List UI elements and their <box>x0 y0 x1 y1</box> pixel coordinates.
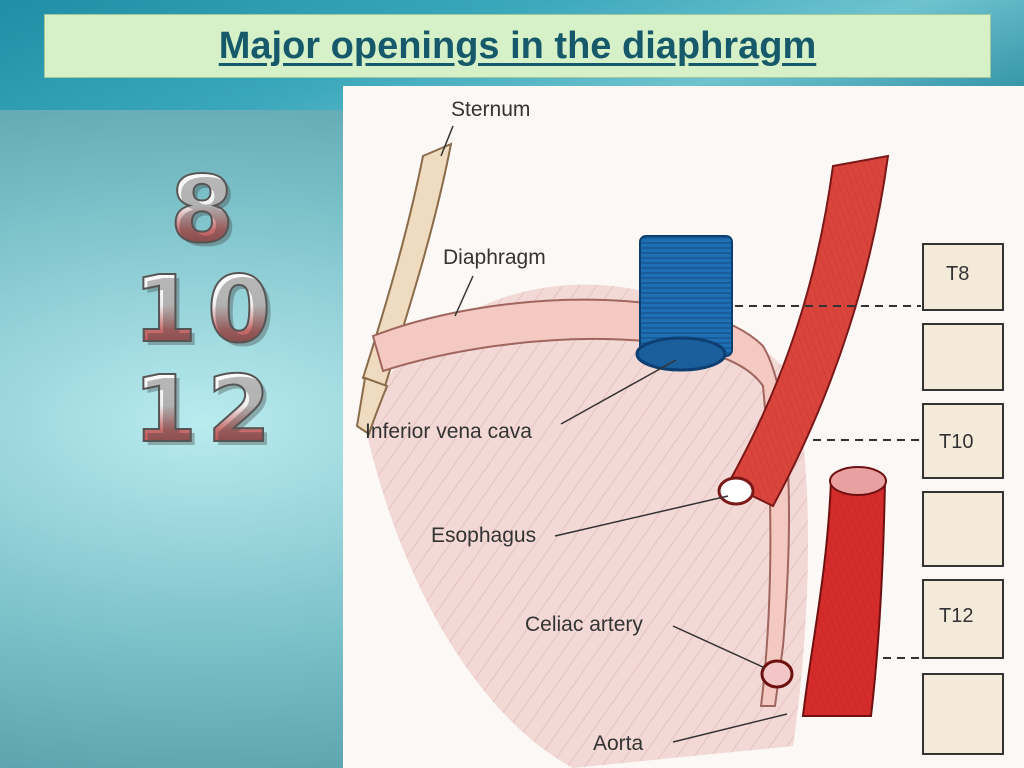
leader-diaphragm <box>454 275 474 317</box>
vertebral-level-numbers: 8 10 12 <box>92 159 322 461</box>
leader-sternum <box>440 125 454 157</box>
leader-aorta <box>672 713 788 743</box>
vertebra-t9 <box>922 323 1004 391</box>
label-t8: T8 <box>946 263 969 285</box>
ivc-opening <box>635 336 727 372</box>
esophagus-fibers <box>728 156 888 506</box>
slide-title: Major openings in the diaphragm <box>218 24 817 67</box>
label-diaphragm: Diaphragm <box>443 246 546 269</box>
diaphragm-diagram: Sternum Diaphragm Inferior vena cava Eso… <box>343 86 1024 768</box>
aorta-fibers <box>803 481 885 716</box>
label-esophagus: Esophagus <box>431 524 536 547</box>
leader-ivc <box>560 359 677 425</box>
label-aorta: Aorta <box>593 732 644 755</box>
sternum-lower <box>355 376 389 436</box>
vertebra-t11 <box>922 491 1004 567</box>
label-t12: T12 <box>939 605 973 627</box>
leader-celiac <box>672 625 766 669</box>
label-celiac-artery: Celiac artery <box>525 613 643 636</box>
label-sternum: Sternum <box>451 98 530 121</box>
esophageal-opening <box>717 476 755 506</box>
aorta-top-opening <box>829 466 887 496</box>
vertebra-t12 <box>922 579 1004 659</box>
celiac-opening <box>760 659 794 689</box>
vertebra-t8 <box>922 243 1004 311</box>
label-inferior-vena-cava: Inferior vena cava <box>365 420 532 443</box>
level-number-8: 8 <box>92 159 322 261</box>
level-number-12: 12 <box>92 359 322 461</box>
title-box: Major openings in the diaphragm <box>44 14 991 78</box>
vertebra-t10 <box>922 403 1004 479</box>
vertebra-l1 <box>922 673 1004 755</box>
ivc-stripes <box>640 236 732 356</box>
diagram-svg: Sternum Diaphragm Inferior vena cava Eso… <box>355 98 1004 768</box>
level-number-10: 10 <box>92 259 322 361</box>
leader-esophagus <box>554 495 729 537</box>
diaphragm-muscle-fibers <box>363 284 808 768</box>
label-t10: T10 <box>939 431 973 453</box>
